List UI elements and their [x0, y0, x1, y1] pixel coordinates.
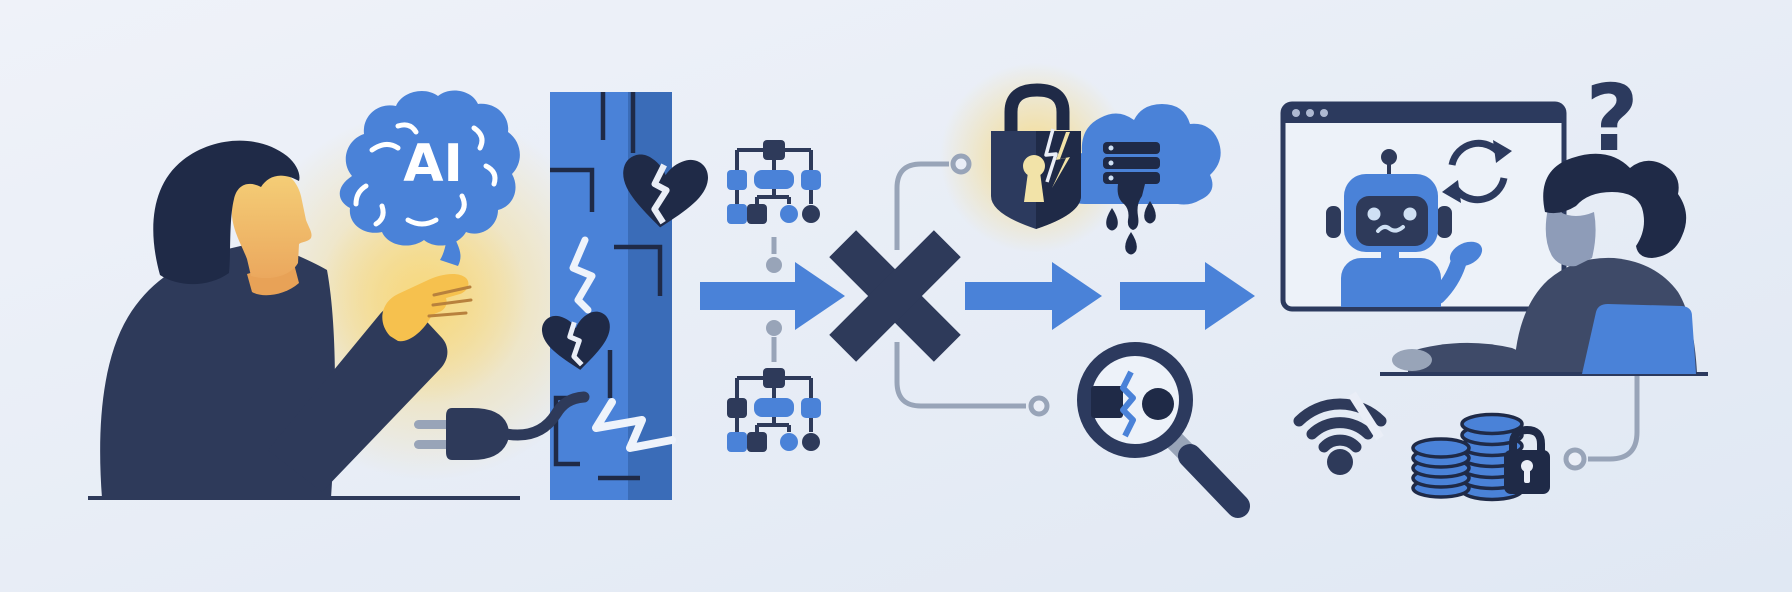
- wifi-dot: [1327, 449, 1353, 475]
- lock-crack: [1044, 128, 1058, 183]
- window-dot: [1306, 109, 1314, 117]
- brain-stem: [440, 232, 461, 266]
- keyhole-stem: [1024, 172, 1044, 202]
- robot-face: [1356, 196, 1428, 246]
- man-arm: [268, 303, 448, 492]
- broken-heart-icon-2: [540, 310, 615, 374]
- wifi-break: [1348, 391, 1384, 441]
- plug-prong-bottom: [414, 440, 452, 449]
- broken-heart-icon-1: [617, 152, 710, 232]
- leaking-cloud-server-icon: [1062, 104, 1221, 255]
- ai-brain-icon: AI: [339, 90, 520, 266]
- robot-neck: [1381, 250, 1399, 260]
- office-chair: [1582, 304, 1696, 374]
- magnifier-handle: [1178, 444, 1250, 518]
- connector-top-chart: [766, 237, 782, 273]
- robot-hand: [1449, 241, 1483, 267]
- robot-ear-left: [1326, 206, 1341, 238]
- broken-lock-icon: [991, 83, 1081, 229]
- robot-antenna: [1381, 149, 1397, 165]
- brain-label: AI: [403, 134, 463, 194]
- coin-lock-icon: [1504, 425, 1550, 494]
- flow-arrow-1: [700, 262, 845, 330]
- lens-circle: [1142, 388, 1174, 420]
- robot-chat-window: [1280, 101, 1567, 312]
- cloud: [1062, 104, 1221, 205]
- window-dot: [1320, 109, 1328, 117]
- connector-x-top: [894, 153, 972, 250]
- unplugged-cable-icon: [414, 391, 590, 460]
- robot-body: [1341, 258, 1441, 307]
- coin-stack-left: [1411, 437, 1471, 499]
- flow-arrow-2: [965, 262, 1102, 330]
- security-failure-group: [991, 83, 1221, 255]
- connector-money: [1563, 376, 1640, 471]
- plug-cable: [500, 391, 590, 441]
- man-torso: [100, 241, 336, 498]
- robot-eye-left: [1367, 207, 1381, 221]
- robot-arm: [1430, 256, 1466, 304]
- window-dot: [1292, 109, 1300, 117]
- man-presenting: [100, 140, 473, 498]
- woman-hand: [1392, 349, 1432, 371]
- keyhole: [1023, 155, 1045, 177]
- connector-x-bottom: [894, 342, 1050, 417]
- lens-zigzag: [1120, 370, 1136, 438]
- man-hair: [153, 140, 300, 285]
- confused-woman: ?: [1380, 65, 1708, 376]
- robot-mouth: [1376, 224, 1405, 233]
- man-face: [231, 167, 312, 279]
- locked-coins-icon: [1411, 376, 1640, 502]
- lock-shackle: [1004, 83, 1070, 133]
- data-drip: [1117, 184, 1145, 230]
- plug-body: [446, 408, 509, 460]
- robot-eye-right: [1403, 207, 1417, 221]
- server-stack: [1103, 142, 1160, 184]
- error-magnifier-icon: [1077, 342, 1250, 518]
- sync-refresh-icon: [1442, 139, 1512, 204]
- woman-hair: [1543, 153, 1687, 258]
- presenting-hand: [382, 274, 473, 342]
- plug-prong-top: [414, 420, 452, 429]
- connector-bottom-chart: [766, 320, 782, 362]
- broken-wifi-icon: [1293, 391, 1387, 475]
- robot-avatar: [1326, 149, 1483, 307]
- pillar-light: [550, 92, 628, 500]
- lens-square: [1091, 386, 1123, 418]
- robot-ear-right: [1437, 206, 1452, 238]
- rejection-x-icon: [829, 230, 961, 362]
- crack-lines: [569, 236, 676, 452]
- lock-lightning: [1052, 132, 1070, 188]
- brain-folds: [353, 122, 498, 227]
- flow-arrow-3: [1120, 262, 1255, 330]
- window-titlebar: [1283, 104, 1564, 123]
- woman-face: [1545, 208, 1596, 267]
